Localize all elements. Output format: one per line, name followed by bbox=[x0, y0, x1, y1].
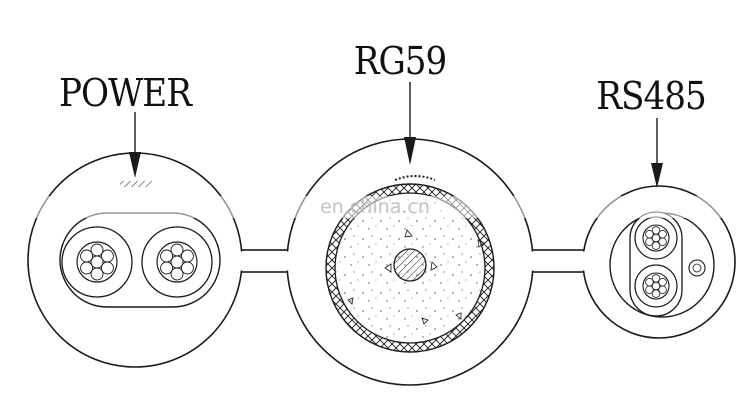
rs485-pair-top bbox=[634, 216, 678, 260]
rg59-arrow-icon bbox=[404, 137, 416, 165]
rg59-section bbox=[325, 175, 495, 353]
rs485-label: RS485 bbox=[596, 74, 705, 118]
power-label: POWER bbox=[59, 71, 193, 115]
power-conductor-left bbox=[61, 226, 133, 298]
rs485-pair-bottom bbox=[634, 264, 678, 308]
rs485-arrow-icon bbox=[651, 163, 663, 188]
power-arrow-icon bbox=[129, 152, 141, 178]
rs485-section bbox=[609, 211, 715, 318]
center-conductor bbox=[393, 248, 427, 282]
rg59-label: RG59 bbox=[354, 39, 447, 83]
label-arrows bbox=[129, 82, 663, 188]
watermark-text: en.china.cn bbox=[320, 196, 430, 218]
power-section bbox=[59, 181, 221, 308]
rs485-drain-wire bbox=[688, 259, 706, 277]
power-conductor-right bbox=[141, 226, 213, 298]
